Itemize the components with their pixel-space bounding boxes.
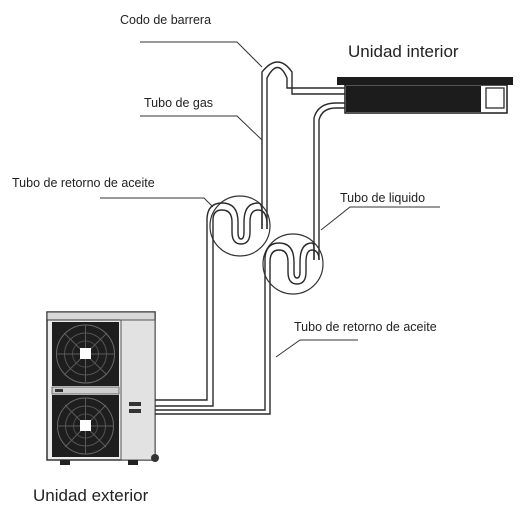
oil-return-trap-lower — [262, 233, 324, 295]
leader-codo-barrera — [140, 41, 263, 68]
leader-tubo-liquido — [320, 206, 440, 231]
label-codo-barrera: Codo de barrera — [120, 13, 211, 27]
leader-tubo-retorno-1 — [100, 197, 214, 208]
label-tubo-liquido: Tubo de liquido — [340, 191, 425, 205]
label-tubo-retorno-1: Tubo de retorno de aceite — [12, 176, 155, 190]
label-tubo-retorno-2: Tubo de retorno de aceite — [294, 320, 437, 334]
fan-icon — [52, 395, 119, 457]
label-tubo-gas: Tubo de gas — [144, 96, 213, 110]
leader-tubo-gas — [140, 115, 263, 141]
fan-icon — [52, 322, 119, 386]
indoor-ceiling-unit-icon — [337, 77, 513, 114]
liquid-pipe — [155, 102, 345, 415]
label-unidad-exterior: Unidad exterior — [33, 486, 149, 505]
outdoor-condenser-icon — [46, 311, 159, 465]
oil-return-trap-upper — [206, 195, 271, 257]
leader-tubo-retorno-2 — [275, 339, 358, 358]
label-unidad-interior: Unidad interior — [348, 42, 459, 61]
gas-pipe — [155, 61, 345, 407]
